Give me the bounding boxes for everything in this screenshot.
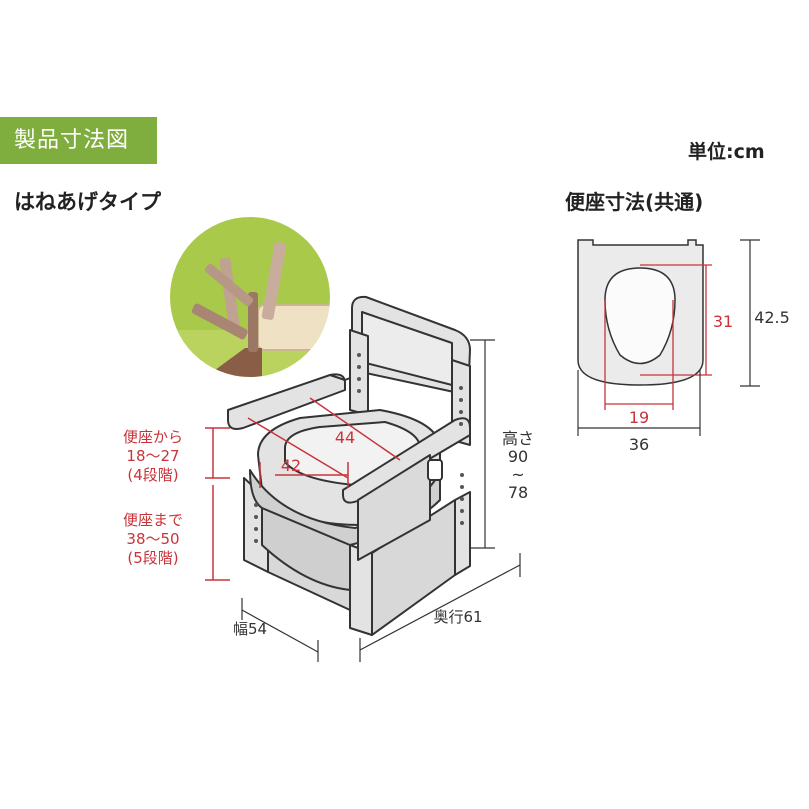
armrest-range-line1: 便座から <box>122 428 183 446</box>
unit-label: 単位:cm <box>688 141 765 163</box>
seat-dimension-title: 便座寸法(共通) <box>565 190 704 214</box>
height-line1: 高さ <box>501 429 534 448</box>
armrest-height-dimension <box>205 427 230 581</box>
seat-depth-label: 44 <box>334 428 356 447</box>
height-label: 高さ 90 ~ 78 <box>494 430 542 502</box>
armrest-range-line3: (4段階) <box>127 466 179 484</box>
armrest-range-label: 便座から 18〜27 (4段階) <box>112 428 194 485</box>
seat-height-label: 便座まで 38〜50 (5段階) <box>112 511 194 568</box>
hole-depth-label: 31 <box>712 312 734 331</box>
height-line2: 90 <box>507 447 529 466</box>
hole-width-label: 19 <box>628 408 650 427</box>
overall-dimensions <box>241 339 521 662</box>
seat-topview-drawing <box>577 239 704 386</box>
seat-overall-dimensions <box>577 239 760 436</box>
height-line3: ~ <box>511 465 525 484</box>
height-line4: 78 <box>507 483 529 502</box>
chair-type-title: はねあげタイプ <box>14 190 161 214</box>
seat-height-line2: 38〜50 <box>126 530 180 548</box>
armrest-range-line2: 18〜27 <box>126 447 180 465</box>
seat-height-line3: (5段階) <box>127 549 179 567</box>
seat-depth-overall-label: 42.5 <box>754 308 790 327</box>
width-label: 幅54 <box>232 620 268 638</box>
seat-height-line1: 便座まで <box>122 511 183 529</box>
toilet-chair-drawing <box>227 295 471 636</box>
chair-red-dimensions <box>247 397 401 488</box>
seat-width-overall-label: 36 <box>628 435 650 454</box>
section-badge: 製品寸法図 <box>0 117 157 164</box>
seat-width-label: 42 <box>280 456 302 475</box>
depth-label: 奥行61 <box>433 608 483 626</box>
armrest-photo-inset <box>170 217 330 377</box>
seat-red-dimensions <box>604 264 712 410</box>
